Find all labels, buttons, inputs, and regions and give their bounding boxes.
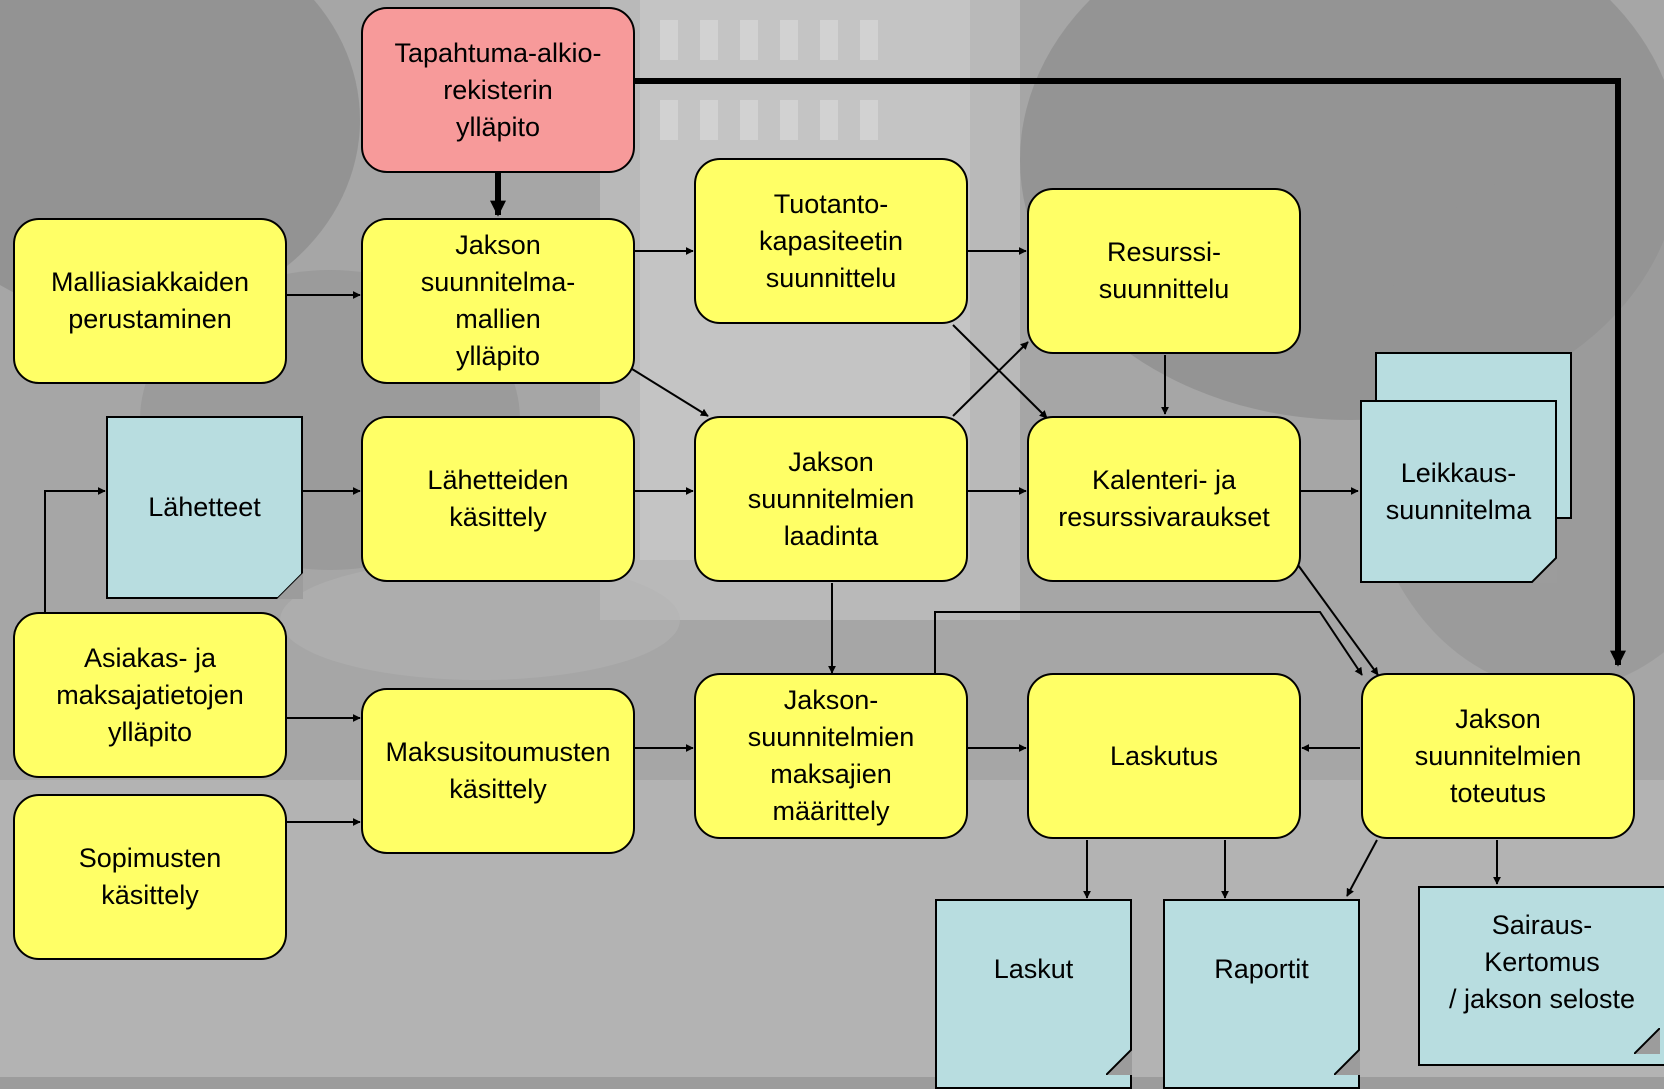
node-mallit-label: Jakson suunnitelma- mallien ylläpito — [420, 230, 576, 371]
node-mallit[interactable]: Jakson suunnitelma- mallien ylläpito — [361, 218, 635, 384]
node-maksusitoumus[interactable]: Maksusitoumusten käsittely — [361, 688, 635, 854]
doc-raportit-label: Raportit — [1214, 953, 1309, 984]
doc-lahetteet-label: Lähetteet — [148, 492, 261, 522]
arrow-tuotanto-to-kalenteri — [952, 324, 1048, 419]
node-resurssi[interactable]: Resurssi- suunnittelu — [1027, 188, 1301, 354]
node-laadinta[interactable]: Jakson suunnitelmien laadinta — [694, 416, 968, 582]
node-maksusitoumus-label: Maksusitoumusten käsittely — [385, 737, 611, 804]
arrow-toteutus-to-raportit — [1346, 839, 1378, 897]
node-asiakas-label: Asiakas- ja maksajatietojen ylläpito — [56, 642, 244, 747]
page-fold-icon — [1634, 1028, 1660, 1054]
page-fold-icon — [1531, 557, 1557, 583]
doc-raportit[interactable]: Raportit — [1163, 899, 1360, 1089]
arrow-asiakas-to-lahetteet — [44, 487, 106, 612]
node-tuotanto[interactable]: Tuotanto- kapasiteetin suunnittelu — [694, 158, 968, 324]
node-malliasiakkaat[interactable]: Malliasiakkaiden perustaminen — [13, 218, 287, 384]
node-sopimus[interactable]: Sopimusten käsittely — [13, 794, 287, 960]
node-toteutus-label: Jakson suunnitelmien toteutus — [1414, 703, 1582, 808]
node-tuotanto-label: Tuotanto- kapasiteetin suunnittelu — [758, 188, 904, 293]
node-laskutus-label: Laskutus — [1109, 740, 1219, 771]
page-fold-icon — [1106, 1049, 1132, 1075]
page-fold-icon — [1334, 1049, 1360, 1075]
doc-leikkaus-label: Leikkaus- suunnitelma — [1385, 457, 1532, 525]
page-fold-icon — [277, 573, 303, 599]
node-maksajat-label: Jakson- suunnitelmien maksajien määritte… — [747, 685, 915, 826]
node-lahetteiden[interactable]: Lähetteiden käsittely — [361, 416, 635, 582]
node-kalenteri-label: Kalenteri- ja resurssivaraukset — [1058, 465, 1270, 532]
arrow-mallit-to-laadinta — [631, 368, 709, 417]
node-lahetteiden-label: Lähetteiden käsittely — [427, 465, 569, 532]
doc-laskut-label: Laskut — [993, 953, 1074, 984]
node-asiakas[interactable]: Asiakas- ja maksajatietojen ylläpito — [13, 612, 287, 778]
doc-laskut[interactable]: Laskut — [935, 899, 1132, 1089]
doc-sairaus[interactable]: Sairaus- Kertomus / jakson seloste — [1418, 886, 1664, 1066]
node-laskutus[interactable]: Laskutus — [1027, 673, 1301, 839]
doc-leikkaus[interactable]: Leikkaus- suunnitelma — [1360, 400, 1557, 583]
arrow-kalenteri-to-toteutus — [1297, 564, 1379, 676]
arrow-tapahtuma-to-toteutus — [634, 78, 1626, 667]
node-toteutus[interactable]: Jakson suunnitelmien toteutus — [1361, 673, 1635, 839]
doc-sairaus-label: Sairaus- Kertomus / jakson seloste — [1448, 909, 1636, 1014]
node-sopimus-label: Sopimusten käsittely — [78, 843, 222, 910]
arrow-laadinta-to-resurssi — [952, 341, 1029, 417]
node-tapahtuma-alkio-label: Tapahtuma-alkio- rekisterin ylläpito — [394, 37, 602, 142]
node-tapahtuma-alkio[interactable]: Tapahtuma-alkio- rekisterin ylläpito — [361, 7, 635, 173]
node-resurssi-label: Resurssi- suunnittelu — [1098, 237, 1230, 304]
node-laadinta-label: Jakson suunnitelmien laadinta — [747, 446, 915, 551]
node-maksajat[interactable]: Jakson- suunnitelmien maksajien määritte… — [694, 673, 968, 839]
arrow-maksajat-to-toteutus — [934, 611, 1363, 676]
node-kalenteri[interactable]: Kalenteri- ja resurssivaraukset — [1027, 416, 1301, 582]
doc-lahetteet[interactable]: Lähetteet — [106, 416, 303, 599]
node-malliasiakkaat-label: Malliasiakkaiden perustaminen — [50, 267, 250, 334]
